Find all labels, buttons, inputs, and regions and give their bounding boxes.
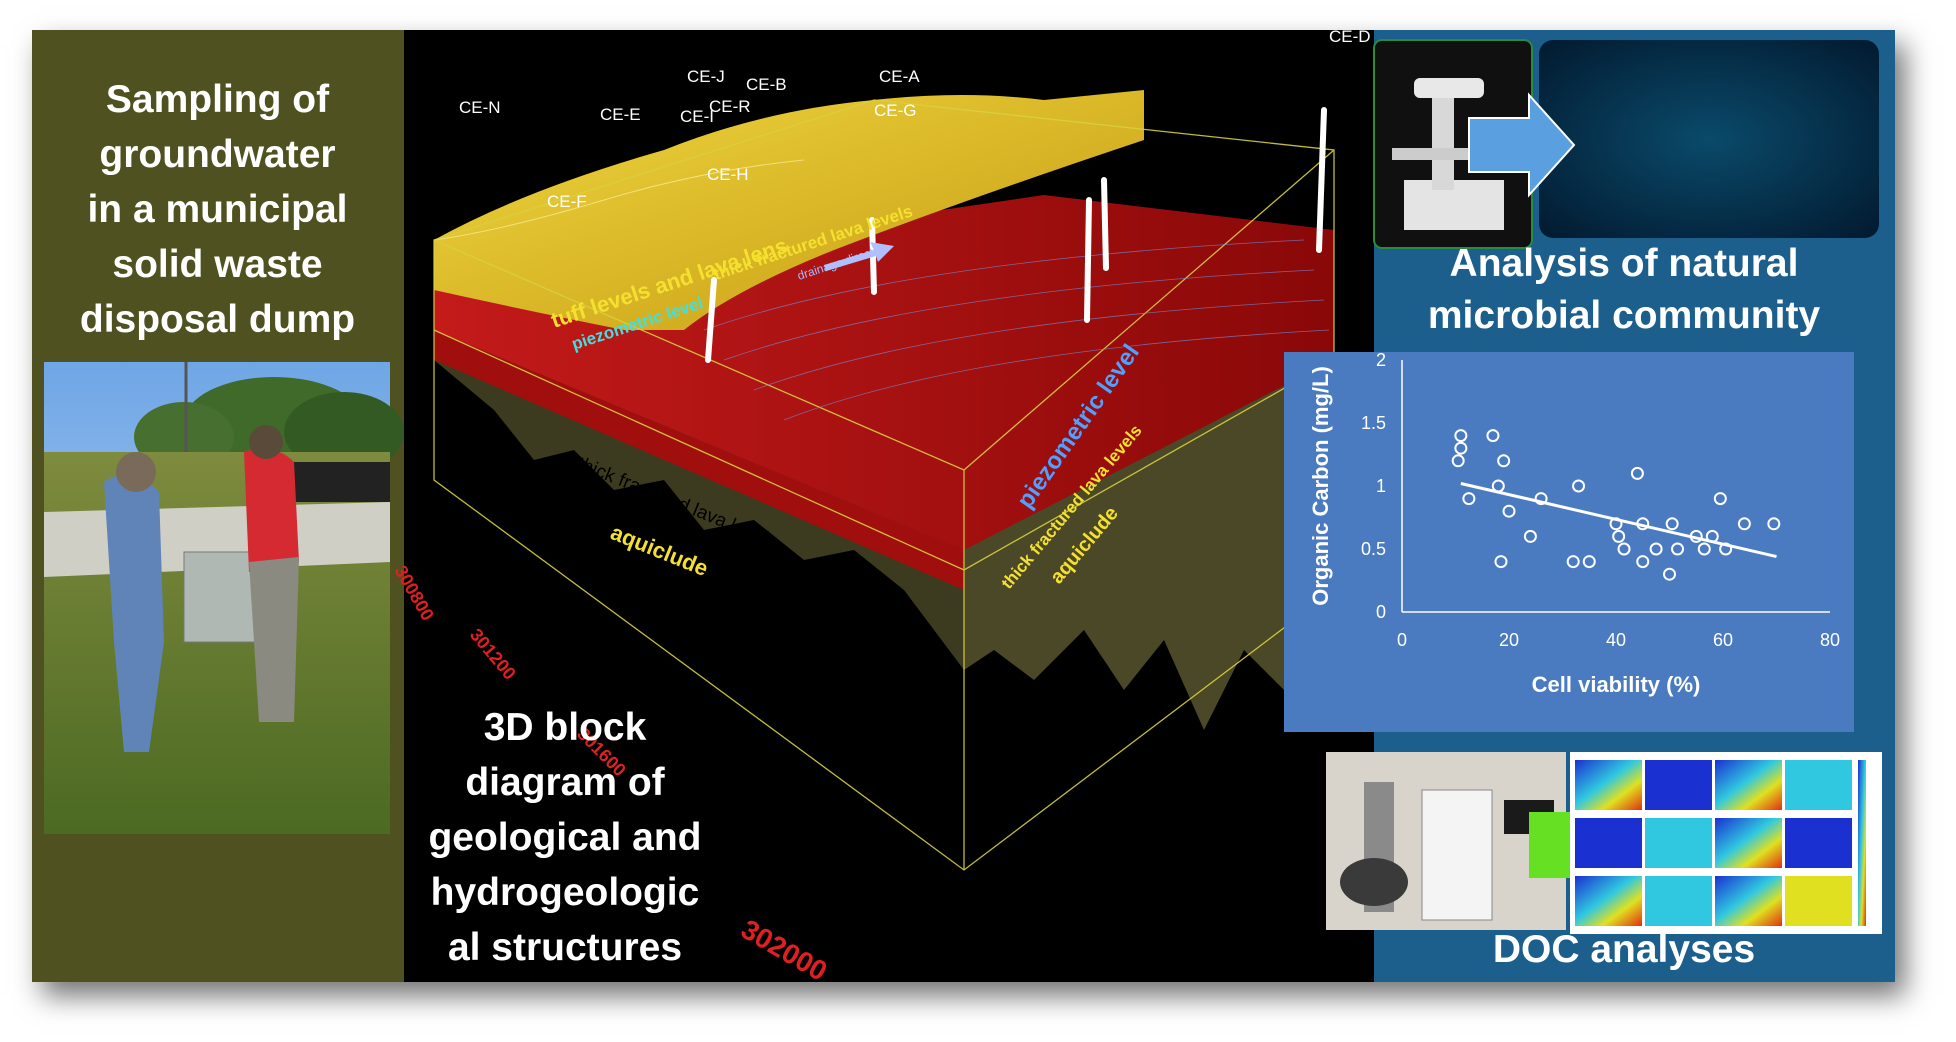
sampling-title-line: groundwater: [99, 133, 336, 176]
data-point: [1582, 555, 1596, 569]
aquiclude-front-label: aquiclude: [607, 519, 712, 581]
data-point: [1767, 517, 1781, 531]
data-point: [1491, 479, 1505, 493]
data-point: [1636, 517, 1650, 531]
x-tick-label: 80: [1820, 630, 1840, 650]
scatter-chart: 0 20 40 60 80 0 0.5 1 1.5 2 Cell viability (%) Or…: [1308, 350, 1840, 697]
data-point: [1462, 492, 1476, 506]
doc-title: DOC analyses: [1492, 928, 1756, 971]
sampling-title-line: Sampling of: [105, 78, 330, 121]
analysis-graphics: [1284, 39, 1882, 934]
x-tick-label: 40: [1606, 630, 1626, 650]
block-diagram-title-line: al structures: [447, 926, 683, 969]
data-point: [1454, 429, 1468, 443]
data-point: [1705, 529, 1719, 543]
block-diagram-title-line: diagram of: [465, 761, 665, 804]
well-label: CE-H: [707, 165, 749, 184]
data-point: [1609, 517, 1623, 531]
data-point: [1566, 555, 1580, 569]
data-point: [1497, 454, 1511, 468]
block-diagram-title-line: hydrogeologic: [430, 871, 700, 914]
microbial-title: Analysis of natural microbial community: [1374, 238, 1874, 342]
x-tick-label: 20: [1499, 630, 1519, 650]
x-tick-label: 0: [1397, 630, 1407, 650]
microbial-title-line: microbial community: [1427, 294, 1821, 337]
sampling-title-line: disposal dump: [79, 298, 356, 341]
y-tick-label: 0: [1376, 602, 1386, 622]
y-axis-label: Organic Carbon (mg/L): [1308, 366, 1333, 606]
data-point: [1523, 529, 1537, 543]
data-point: [1612, 529, 1626, 543]
data-point: [1713, 492, 1727, 506]
data-point: [1630, 466, 1644, 480]
tuff-layer: [434, 90, 1144, 330]
fluorescence-image: [1539, 40, 1879, 238]
well-label: CE-J: [687, 67, 725, 86]
block-diagram-title-line: 3D block: [483, 706, 647, 749]
data-point: [1636, 555, 1650, 569]
data-point: [1689, 529, 1703, 543]
data-point: [1451, 454, 1465, 468]
data-point: [1719, 542, 1733, 556]
well-label: CE-D: [1329, 27, 1371, 46]
data-point: [1737, 517, 1751, 531]
well-label: CE-E: [600, 105, 641, 124]
y-tick-label: 2: [1376, 350, 1386, 370]
data-point: [1502, 504, 1516, 518]
block-diagram: CE-N CE-E CE-J CE-I CE-R CE-B CE-A CE-G …: [391, 27, 1371, 987]
data-point: [1494, 555, 1508, 569]
sampling-title: Sampling of groundwater in a municipal s…: [45, 72, 390, 347]
block-diagram-title: 3D block diagram of geological and hydro…: [410, 700, 720, 975]
sampling-photo: [44, 362, 404, 834]
y-tick-label: 1: [1376, 476, 1386, 496]
data-point: [1663, 567, 1676, 581]
data-point: [1665, 517, 1679, 531]
data-point: [1486, 429, 1500, 443]
data-point: [1649, 542, 1663, 556]
y-tick-label: 0.5: [1361, 539, 1386, 559]
data-point: [1572, 479, 1586, 493]
well-label: CE-I: [680, 107, 714, 126]
well-label: CE-N: [459, 98, 501, 117]
data-point: [1534, 492, 1548, 506]
scatter-chart-area: [1284, 352, 1854, 732]
sampling-title-line: in a municipal: [87, 188, 348, 231]
data-point: [1454, 441, 1468, 455]
arrow-right-icon: [1468, 92, 1576, 198]
data-point: [1697, 542, 1711, 556]
axis-tick: 302000: [736, 913, 832, 987]
well-label: CE-F: [547, 192, 587, 211]
well-label: CE-A: [879, 67, 920, 86]
block-diagram-title-line: geological and: [428, 816, 702, 859]
y-tick-label: 1.5: [1361, 413, 1386, 433]
well-label: CE-G: [874, 101, 917, 120]
well-label: CE-R: [709, 97, 751, 116]
axis-tick: 301200: [466, 625, 520, 684]
data-point: [1617, 542, 1631, 556]
well-label: CE-B: [746, 75, 787, 94]
sampling-title-line: solid waste: [112, 243, 323, 286]
data-point: [1671, 542, 1685, 556]
x-axis-label: Cell viability (%): [1532, 672, 1701, 697]
arrow-icon: [824, 242, 894, 271]
x-tick-label: 60: [1713, 630, 1733, 650]
microbial-title-line: Analysis of natural: [1449, 242, 1799, 285]
